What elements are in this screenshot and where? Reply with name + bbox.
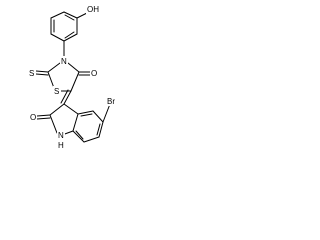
atom-nh: N [58,131,64,140]
molecule-diagram: OH N S O S Br O N H [28,4,122,150]
bond-phenol-inner-2 [64,31,75,39]
bond-benz-4 [83,136,100,143]
bond-phenol-inner-1 [64,14,75,21]
bond-phenol-4 [50,33,65,42]
atom-br: Br [107,97,115,106]
atom-n-thiazolidinone: N [61,57,67,66]
atom-oh: OH [87,5,99,14]
bond-benz-inner-2 [96,123,101,136]
bond-phenol-6 [50,11,65,19]
atom-labels: OH N S O S Br O N H [28,4,122,150]
bond-benz-3 [98,121,104,138]
atom-s-ring: S [54,87,59,96]
bond-benz-5 [72,130,85,143]
bond-phenol-3 [63,33,78,42]
bonds [35,11,111,143]
bond-c2-o-double-b [36,117,51,120]
structure-canvas: OH N S O S Br O N H [0,0,127,180]
bond-c-oh [76,12,88,19]
bond-c5-c4 [70,71,80,92]
bond-exo-double-b [60,89,69,104]
bond-c2-s-double-b [35,73,49,76]
atom-o-lactam: O [30,113,36,122]
bond-c3a-c3 [63,103,79,115]
bond-benz-2 [92,110,104,123]
bond-n-c2 [47,62,61,73]
bond-n-c4 [67,62,80,73]
bond-benz-1 [77,110,94,115]
atom-s-thione: S [29,69,34,78]
bond-c7a-c3a [72,113,79,132]
bond-c2-n1 [49,114,58,134]
bond-c2-s1 [47,71,55,89]
bond-c3-c2 [49,103,65,116]
bond-c-br [102,103,111,123]
atom-o-thiazolidinone: O [91,69,97,78]
bond-c2-o-double-a [36,114,51,117]
bond-phenol-1 [63,11,78,19]
bond-c2-s-double-a [35,70,49,73]
bond-benz-inner-3 [75,130,84,140]
atom-h: H [58,141,64,150]
bond-benz-inner-1 [80,113,93,117]
bond-exo-double-a [63,90,72,105]
